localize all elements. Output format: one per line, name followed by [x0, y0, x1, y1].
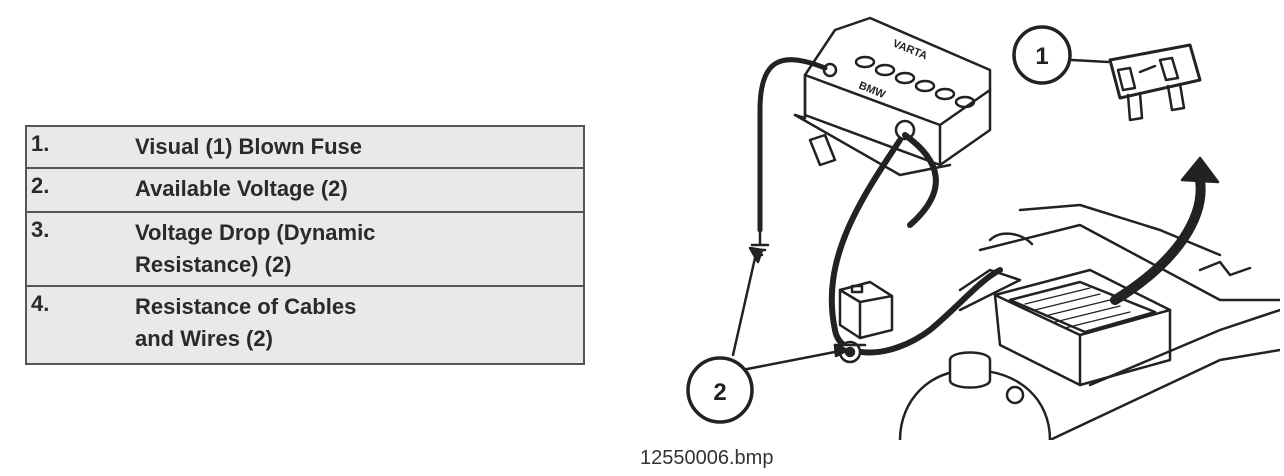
battery-fuse-illustration: VARTA BMW [686, 16, 1280, 440]
step-number: 2. [31, 173, 50, 198]
callout-2-label: 2 [713, 379, 726, 406]
step-number: 3. [31, 217, 50, 242]
fuse-box-icon [993, 268, 1172, 387]
terminal-icon [833, 340, 867, 364]
callout-1: 1 [1012, 25, 1072, 85]
step-row-4: 4. Resistance of Cables and Wires (2) [27, 287, 583, 363]
relay-icon [838, 280, 894, 340]
step-row-1: 1. Visual (1) Blown Fuse [27, 127, 583, 169]
step-text: Voltage Drop (Dynamic Resistance) (2) [135, 213, 583, 285]
blown-fuse-icon [1108, 43, 1202, 122]
step-line: Voltage Drop (Dynamic [135, 220, 376, 245]
step-row-3: 3. Voltage Drop (Dynamic Resistance) (2) [27, 213, 583, 287]
step-row-2: 2. Available Voltage (2) [27, 169, 583, 213]
callout-1-label: 1 [1035, 43, 1048, 70]
step-line: Available Voltage (2) [135, 176, 348, 201]
step-line: Visual (1) Blown Fuse [135, 134, 362, 159]
step-line: Resistance of Cables [135, 294, 357, 319]
image-filename-caption: 12550006.bmp [640, 447, 774, 469]
callout-2: 2 [686, 356, 754, 424]
step-number: 1. [31, 131, 50, 156]
step-line: and Wires (2) [135, 326, 273, 351]
steps-table: 1. Visual (1) Blown Fuse 2. Available Vo… [25, 125, 585, 365]
battery-icon [793, 16, 992, 177]
step-line: Resistance) (2) [135, 252, 292, 277]
step-text: Visual (1) Blown Fuse [135, 127, 583, 167]
step-text: Available Voltage (2) [135, 169, 583, 211]
step-number: 4. [31, 291, 50, 316]
step-text: Resistance of Cables and Wires (2) [135, 287, 583, 363]
arrow-icon [1110, 156, 1220, 305]
